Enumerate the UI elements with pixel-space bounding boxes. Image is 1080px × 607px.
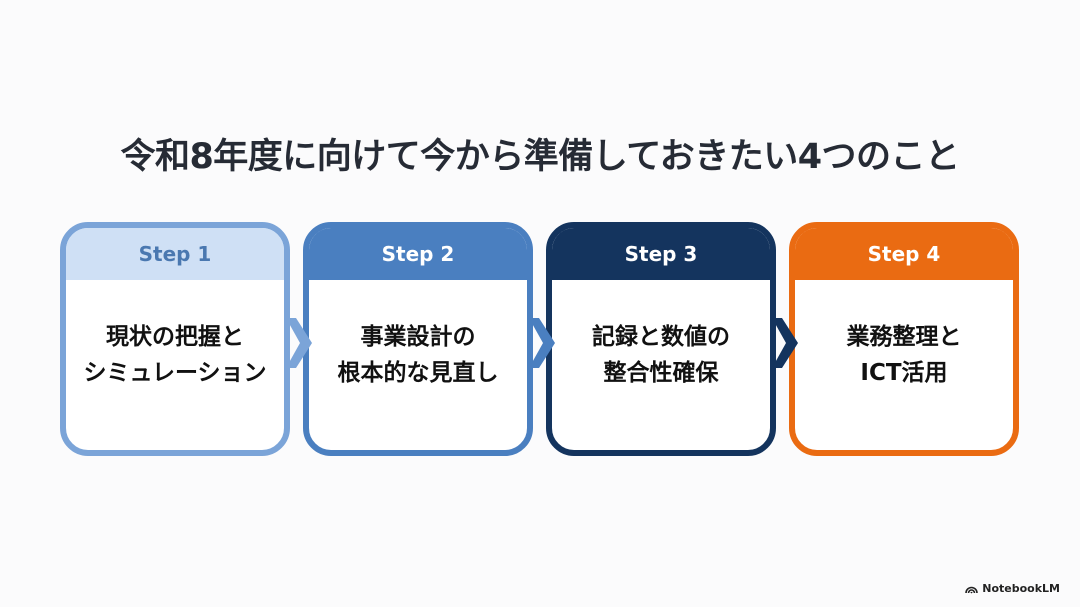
- step-header: Step 2: [309, 228, 527, 280]
- chevron-right-icon: [529, 318, 555, 368]
- step-card-4: Step 4 業務整理と ICT活用: [789, 222, 1019, 456]
- step-card-1: Step 1 現状の把握とシミュレーション: [60, 222, 290, 456]
- page-title: 令和8年度に向けて今から準備しておきたい4つのこと: [120, 137, 960, 177]
- step-line: 業務整理と: [846, 324, 962, 351]
- step-header: Step 3: [552, 228, 770, 280]
- step-header: Step 4: [795, 228, 1013, 280]
- step-line: 記録と数値の: [592, 324, 730, 351]
- step-line: 整合性確保: [603, 360, 719, 386]
- chevron-right-icon: [286, 318, 312, 368]
- step-line: ICT活用: [860, 360, 948, 386]
- arrow-shape: [772, 318, 798, 368]
- step-line: 事業設計の: [360, 324, 476, 351]
- step-card-3: Step 3 記録と数値の整合性確保: [546, 222, 776, 456]
- arrow-shape: [529, 318, 555, 368]
- chevron-right-icon: [772, 318, 798, 368]
- step-text: 現状の把握とシミュレーション: [66, 280, 284, 450]
- step-line: 根本的な見直し: [337, 360, 499, 386]
- step-text: 記録と数値の整合性確保: [552, 280, 770, 450]
- arrow-shape: [286, 318, 312, 368]
- step-text: 事業設計の根本的な見直し: [309, 280, 527, 450]
- notebooklm-logo: NotebookLM: [965, 582, 1060, 595]
- step-line: 現状の把握と: [106, 324, 244, 351]
- brand-label: NotebookLM: [982, 582, 1060, 595]
- step-card-2: Step 2 事業設計の根本的な見直し: [303, 222, 533, 456]
- step-line: シミュレーション: [83, 360, 267, 386]
- step-text: 業務整理と ICT活用: [795, 280, 1013, 450]
- notebooklm-icon: [965, 586, 979, 594]
- step-header: Step 1: [66, 228, 284, 280]
